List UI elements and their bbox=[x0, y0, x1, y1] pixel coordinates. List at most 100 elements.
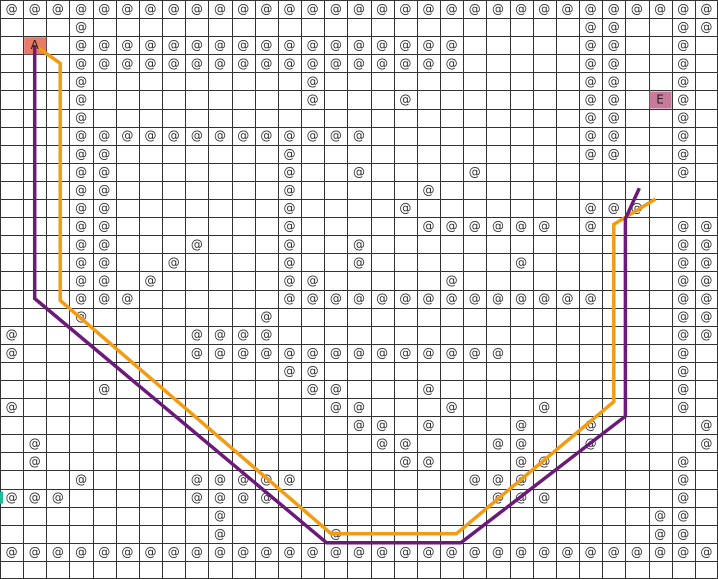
wall-cell: @ bbox=[191, 56, 203, 70]
wall-cell: @ bbox=[677, 472, 689, 486]
start-marker-label: A bbox=[31, 38, 40, 52]
wall-cell: @ bbox=[677, 273, 689, 287]
wall-cell: @ bbox=[145, 56, 157, 70]
wall-cell: @ bbox=[284, 183, 296, 197]
wall-cell: @ bbox=[29, 491, 41, 505]
wall-cell: @ bbox=[469, 292, 481, 306]
wall-cell: @ bbox=[330, 56, 342, 70]
wall-cell: @ bbox=[75, 237, 87, 251]
wall-cell: @ bbox=[98, 237, 110, 251]
wall-cell: @ bbox=[376, 56, 388, 70]
end-marker-cell bbox=[649, 91, 672, 109]
wall-cell: @ bbox=[29, 454, 41, 468]
wall-cell: @ bbox=[608, 20, 620, 34]
wall-cell: @ bbox=[98, 183, 110, 197]
wall-cell: @ bbox=[237, 491, 249, 505]
wall-cell: @ bbox=[284, 147, 296, 161]
wall-cell: @ bbox=[446, 292, 458, 306]
wall-cell: @ bbox=[585, 129, 597, 143]
wall-cell: @ bbox=[446, 56, 458, 70]
wall-cell: @ bbox=[585, 38, 597, 52]
wall-cell: @ bbox=[677, 2, 689, 16]
wall-cell: @ bbox=[75, 2, 87, 16]
wall-cell: @ bbox=[399, 292, 411, 306]
wall-cell: @ bbox=[284, 38, 296, 52]
wall-cell: @ bbox=[376, 545, 388, 559]
wall-cell: @ bbox=[422, 418, 434, 432]
wall-cell: @ bbox=[214, 328, 226, 342]
wall-cell: @ bbox=[75, 273, 87, 287]
wall-cell: @ bbox=[585, 2, 597, 16]
wall-cell: @ bbox=[307, 2, 319, 16]
wall-cell: @ bbox=[145, 129, 157, 143]
wall-cell: @ bbox=[307, 545, 319, 559]
wall-cell: @ bbox=[75, 219, 87, 233]
wall-cell: @ bbox=[145, 2, 157, 16]
wall-cell: @ bbox=[654, 545, 666, 559]
wall-cell: @ bbox=[700, 418, 712, 432]
wall-cell: @ bbox=[330, 292, 342, 306]
wall-cell: @ bbox=[700, 20, 712, 34]
wall-cell: @ bbox=[446, 400, 458, 414]
wall-cell: @ bbox=[52, 491, 64, 505]
wall-cell: @ bbox=[145, 273, 157, 287]
wall-cell: @ bbox=[353, 292, 365, 306]
wall-cell: @ bbox=[98, 38, 110, 52]
wall-cell: @ bbox=[284, 165, 296, 179]
wall-cell: @ bbox=[191, 328, 203, 342]
wall-cell: @ bbox=[214, 491, 226, 505]
wall-cell: @ bbox=[330, 545, 342, 559]
wall-cell: @ bbox=[98, 273, 110, 287]
wall-cell: @ bbox=[284, 273, 296, 287]
wall-cell: @ bbox=[75, 255, 87, 269]
wall-cell: @ bbox=[237, 56, 249, 70]
wall-cell: @ bbox=[260, 56, 272, 70]
wall-cell: @ bbox=[376, 38, 388, 52]
wall-cell: @ bbox=[237, 129, 249, 143]
wall-cell: @ bbox=[422, 2, 434, 16]
wall-cell: @ bbox=[260, 310, 272, 324]
wall-cell: @ bbox=[284, 364, 296, 378]
wall-cell: @ bbox=[446, 2, 458, 16]
wall-cell: @ bbox=[422, 382, 434, 396]
marker-labels: AE bbox=[31, 38, 664, 106]
wall-cell: @ bbox=[52, 2, 64, 16]
wall-cell: @ bbox=[677, 545, 689, 559]
wall-cell: @ bbox=[538, 400, 550, 414]
wall-cell: @ bbox=[260, 38, 272, 52]
wall-cell: @ bbox=[515, 418, 527, 432]
wall-cell: @ bbox=[585, 147, 597, 161]
wall-cell: @ bbox=[353, 346, 365, 360]
wall-cell: @ bbox=[214, 56, 226, 70]
wall-cell: @ bbox=[399, 346, 411, 360]
wall-cell: @ bbox=[75, 165, 87, 179]
wall-cell: @ bbox=[585, 20, 597, 34]
wall-cell: @ bbox=[191, 472, 203, 486]
wall-cell: @ bbox=[307, 93, 319, 107]
wall-cell: @ bbox=[121, 129, 133, 143]
wall-cell: @ bbox=[446, 273, 458, 287]
wall-cell: @ bbox=[376, 292, 388, 306]
wall-cell: @ bbox=[145, 545, 157, 559]
wall-cell: @ bbox=[214, 2, 226, 16]
wall-cell: @ bbox=[677, 527, 689, 541]
wall-cell: @ bbox=[700, 2, 712, 16]
wall-cell: @ bbox=[608, 38, 620, 52]
wall-cell: @ bbox=[585, 292, 597, 306]
wall-cell: @ bbox=[98, 147, 110, 161]
wall-cell: @ bbox=[561, 2, 573, 16]
wall-cell: @ bbox=[700, 273, 712, 287]
wall-cell: @ bbox=[353, 418, 365, 432]
wall-cell: @ bbox=[422, 219, 434, 233]
wall-cell: @ bbox=[168, 255, 180, 269]
wall-cell: @ bbox=[98, 56, 110, 70]
solution-path-2 bbox=[32, 45, 641, 545]
wall-cell: @ bbox=[561, 292, 573, 306]
wall-cell: @ bbox=[515, 545, 527, 559]
wall-cell: @ bbox=[191, 2, 203, 16]
wall-cell: @ bbox=[538, 2, 550, 16]
wall-cell: @ bbox=[75, 56, 87, 70]
wall-cell: @ bbox=[677, 237, 689, 251]
wall-cell: @ bbox=[631, 545, 643, 559]
